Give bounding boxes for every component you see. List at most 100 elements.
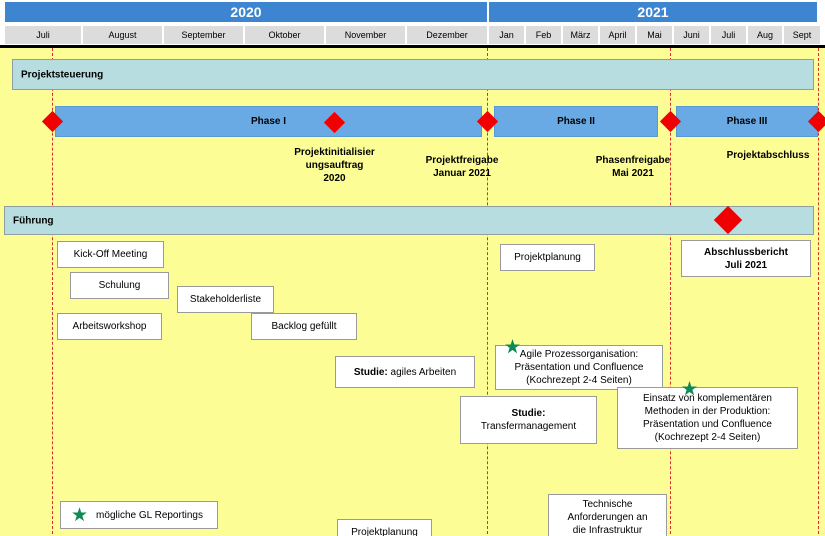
month-cell-7: Feb bbox=[525, 25, 562, 45]
box-text-line: Abschlussbericht bbox=[704, 246, 788, 258]
band-projektsteuerung: Projektsteuerung bbox=[12, 59, 814, 90]
caption-line: Projektinitialisier bbox=[294, 147, 375, 158]
box-text-line: Einsatz von komplementären bbox=[643, 393, 772, 404]
box-text-line: Technische bbox=[582, 499, 633, 510]
box-studie-agiles-arbeiten[interactable]: Studie: agiles Arbeiten bbox=[335, 356, 475, 388]
box-backlog-gefuellt[interactable]: Backlog gefüllt bbox=[251, 313, 357, 340]
month-cell-8: März bbox=[562, 25, 599, 45]
box-text-line: (Kochrezept 2-4 Seiten) bbox=[526, 375, 632, 386]
phase-bar-1: Phase I bbox=[55, 106, 482, 137]
month-cell-5: Dezember bbox=[406, 25, 488, 45]
box-text-line: Studie: bbox=[511, 408, 546, 419]
box-text-line: Studie: agiles Arbeiten bbox=[353, 366, 457, 378]
box-text-line: Präsentation und Confluence bbox=[643, 419, 772, 430]
box-text: Projektplanung bbox=[514, 251, 581, 264]
box-text-line: Stakeholderliste bbox=[189, 294, 262, 305]
star-einsatz-komplementaere-methoden: ★ bbox=[681, 379, 699, 400]
box-projektplanung-unten[interactable]: Projektplanung bbox=[337, 519, 432, 536]
month-cell-10: Mai bbox=[636, 25, 673, 45]
box-studie-transfermanagement[interactable]: Studie: Transfermanagement bbox=[460, 396, 597, 444]
box-kick-off-meeting[interactable]: Kick-Off Meeting bbox=[57, 241, 164, 268]
box-agile-prozessorganisation[interactable]: Agile Prozessorganisation:Präsentation u… bbox=[495, 345, 663, 390]
box-text-line: Anforderungen an bbox=[567, 512, 648, 523]
band-fuehrung: Führung bbox=[4, 206, 814, 235]
month-cell-11: Juni bbox=[673, 25, 710, 45]
month-cell-6: Jan bbox=[488, 25, 525, 45]
month-cell-12: Juli bbox=[710, 25, 747, 45]
box-text: Projektplanung bbox=[351, 526, 418, 536]
vline-phasenfreigabe bbox=[670, 48, 671, 536]
box-text: Backlog gefüllt bbox=[271, 320, 336, 333]
year-cell-2021: 2021 bbox=[488, 1, 818, 23]
legend-label: mögliche GL Reportings bbox=[96, 509, 203, 521]
caption-line: ungsauftrag bbox=[305, 160, 364, 171]
phase-bar-3: Phase III bbox=[676, 106, 818, 137]
box-text-line: (Kochrezept 2-4 Seiten) bbox=[654, 432, 761, 443]
box-text-line: Transfermanagement bbox=[480, 421, 577, 432]
vline-projektfreigabe bbox=[487, 48, 488, 536]
band-label-projektsteuerung: Projektsteuerung bbox=[21, 69, 104, 80]
box-text-line: Arbeitsworkshop bbox=[72, 321, 147, 332]
caption-line: Phasenfreigabe bbox=[595, 155, 671, 166]
caption-line: Mai 2021 bbox=[612, 168, 654, 179]
month-cell-1: August bbox=[82, 25, 163, 45]
box-arbeitsworkshop[interactable]: Arbeitsworkshop bbox=[57, 313, 162, 340]
month-cell-3: Oktober bbox=[244, 25, 325, 45]
caption-line: Januar 2021 bbox=[433, 168, 491, 179]
phase-label-3: Phase III bbox=[726, 116, 768, 127]
phase-label-1: Phase I bbox=[250, 116, 287, 127]
month-cell-0: Juli bbox=[4, 25, 82, 45]
star-agile-prozessorganisation: ★ bbox=[504, 337, 522, 358]
box-stakeholderliste[interactable]: Stakeholderliste bbox=[177, 286, 274, 313]
box-text: Studie: agiles Arbeiten bbox=[354, 366, 456, 379]
caption-projektabschluss: Projektabschluss bbox=[713, 149, 823, 162]
box-text: Arbeitsworkshop bbox=[73, 320, 147, 333]
month-cell-14: Sept bbox=[783, 25, 821, 45]
box-text: Kick-Off Meeting bbox=[74, 248, 148, 261]
caption-line: Projektabschluss bbox=[726, 150, 810, 161]
month-cell-9: April bbox=[599, 25, 636, 45]
box-text-line: Juli 2021 bbox=[724, 259, 768, 271]
box-schulung[interactable]: Schulung bbox=[70, 272, 169, 299]
month-cell-13: Aug bbox=[747, 25, 783, 45]
month-cell-2: September bbox=[163, 25, 244, 45]
caption-projektinitialisierungsauftrag: Projektinitialisier ungsauftrag 2020 bbox=[268, 146, 401, 185]
phase-bar-2: Phase II bbox=[494, 106, 658, 137]
box-text: Agile Prozessorganisation:Präsentation u… bbox=[515, 348, 644, 387]
box-text: Stakeholderliste bbox=[190, 293, 261, 306]
star-icon: ★ bbox=[71, 504, 89, 526]
vline-projektstart bbox=[52, 48, 53, 536]
vline-right-edge bbox=[818, 48, 819, 536]
box-text-line: Backlog gefüllt bbox=[271, 321, 337, 332]
band-label-fuehrung: Führung bbox=[13, 215, 54, 226]
box-text-line: Kick-Off Meeting bbox=[73, 249, 148, 260]
box-text-line: Methoden in der Produktion: bbox=[644, 406, 771, 417]
box-text: Schulung bbox=[99, 279, 141, 292]
box-text-line: Projektplanung bbox=[351, 527, 418, 536]
month-cell-4: November bbox=[325, 25, 406, 45]
phase-label-2: Phase II bbox=[557, 116, 595, 127]
box-projektplanung-oben[interactable]: Projektplanung bbox=[500, 244, 595, 271]
caption-line: 2020 bbox=[323, 173, 346, 184]
year-cell-2020: 2020 bbox=[4, 1, 488, 23]
legend-moegliche-gl-reportings: ★ mögliche GL Reportings bbox=[60, 501, 218, 529]
box-text-line: Schulung bbox=[98, 280, 141, 291]
box-text-line: Projektplanung bbox=[514, 252, 581, 263]
box-text-line: die Infrastruktur bbox=[572, 525, 643, 536]
box-text-line: Agile Prozessorganisation: bbox=[519, 349, 639, 360]
caption-line: Projektfreigabe bbox=[425, 155, 499, 166]
box-text: Studie: Transfermanagement bbox=[481, 407, 576, 433]
